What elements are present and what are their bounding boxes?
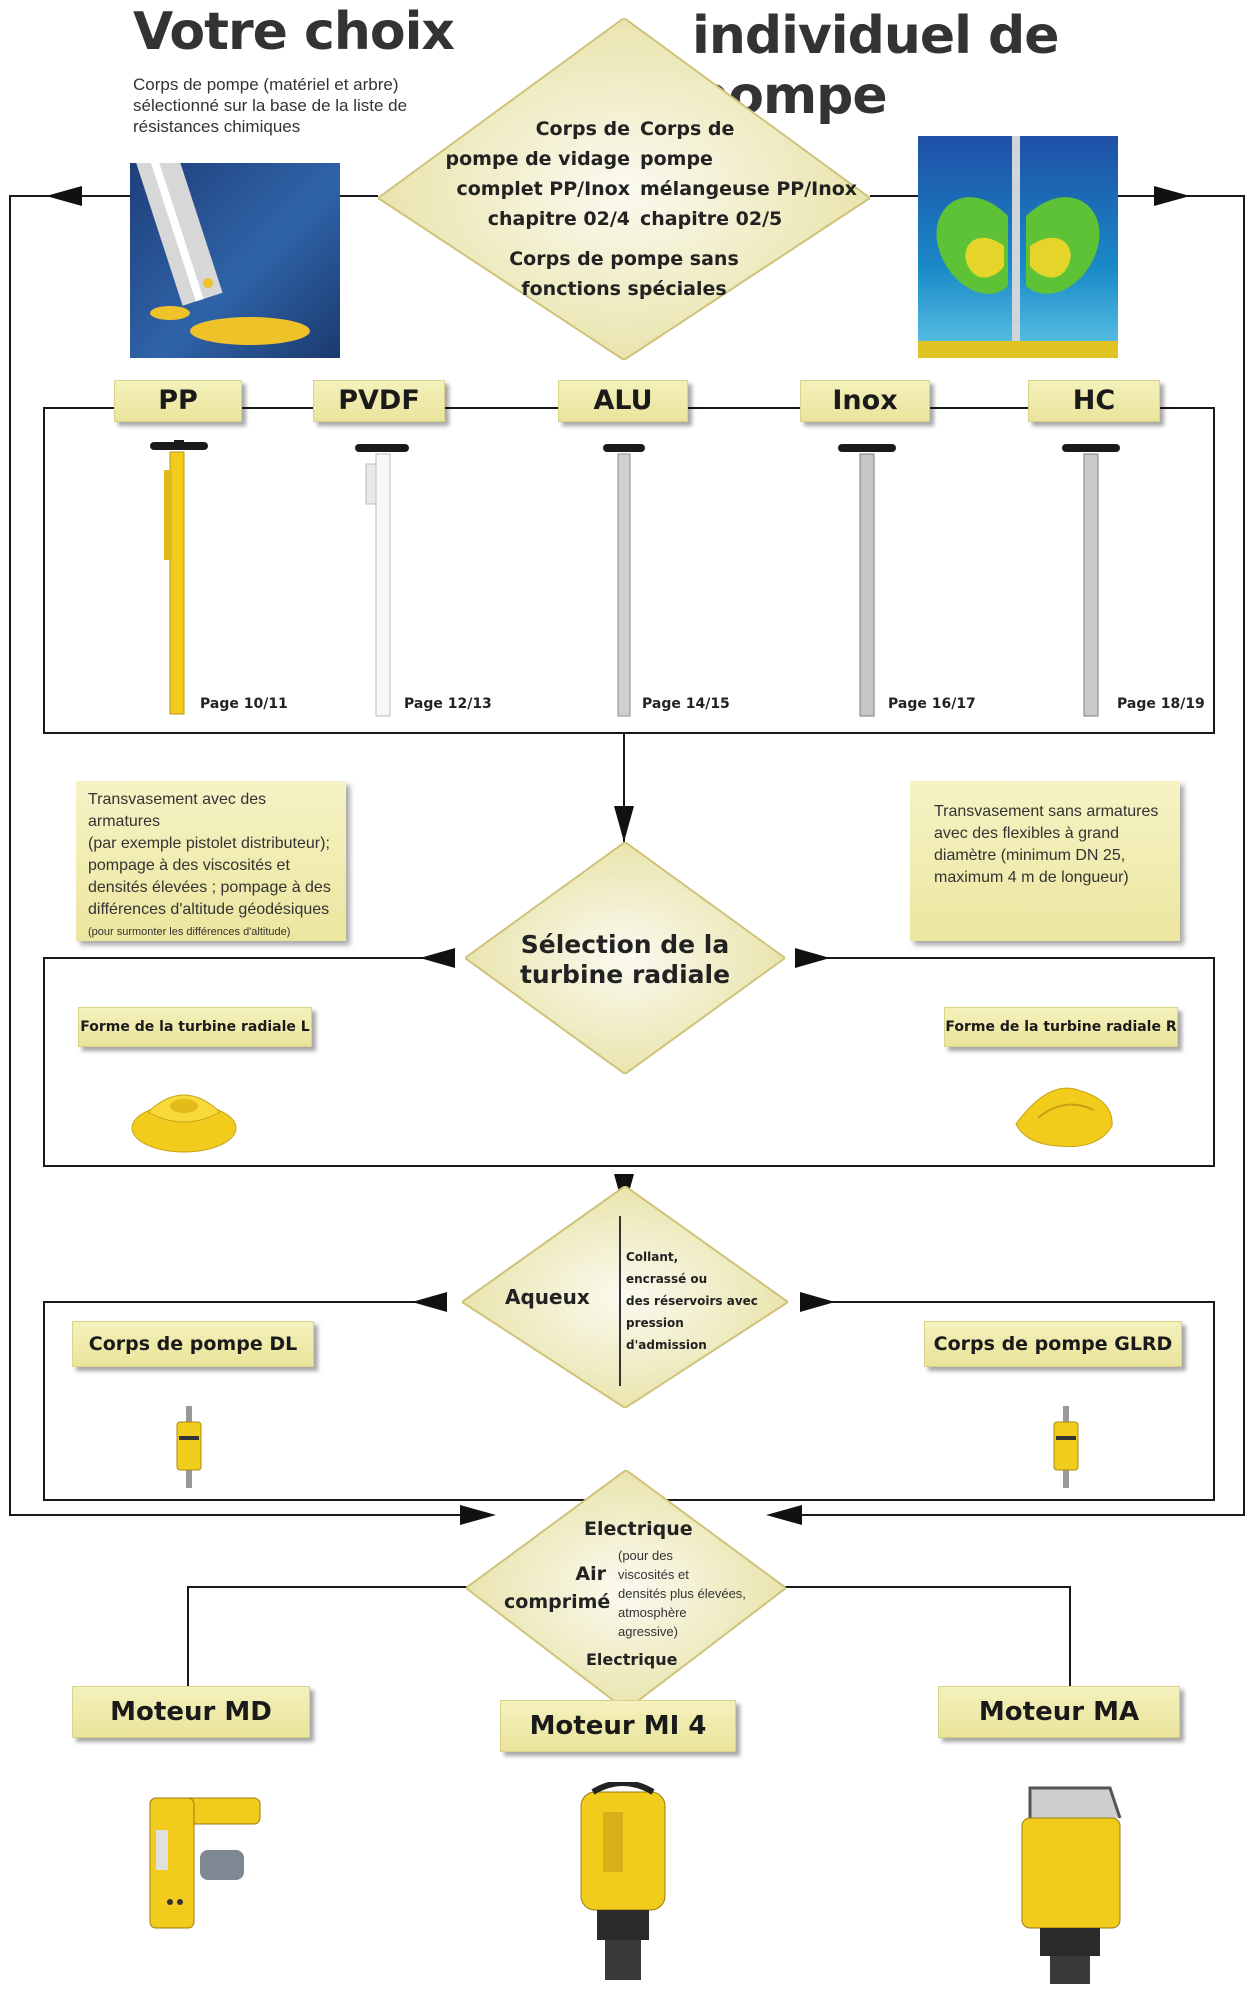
sticky-liquid-text: Collant, encrassé ou des réservoirs avec…	[626, 1246, 766, 1356]
pump-discharge-photo	[130, 150, 340, 358]
motor-md-image	[149, 1797, 261, 1929]
sticky-line-5: d'admission	[626, 1338, 707, 1352]
turbine-l-label[interactable]: Forme de la turbine radiale L	[78, 1007, 312, 1047]
diamond-drain-pump: Corps de pompe de vidage complet PP/Inox…	[440, 114, 630, 234]
motor-ma-image	[1021, 1786, 1122, 1984]
air-note-line-3: densités plus élevées,	[618, 1586, 746, 1601]
air-note: (pour des viscosités et densités plus él…	[618, 1546, 768, 1641]
air-note-line-5: agressive)	[618, 1624, 678, 1639]
sticky-line-2: encrassé ou	[626, 1272, 708, 1286]
material-alu[interactable]: ALU	[558, 380, 688, 422]
page-pvdf: Page 12/13	[404, 696, 492, 712]
mixer-line-1: Corps de	[640, 118, 735, 140]
page-pp: Page 10/11	[200, 696, 288, 712]
material-pvdf[interactable]: PVDF	[313, 380, 445, 422]
drain-line-1: Corps de	[535, 118, 630, 140]
turbine-line-2: turbine radiale	[519, 960, 731, 989]
motor-mi4-image	[580, 1782, 666, 1980]
corps-dl-label[interactable]: Corps de pompe DL	[72, 1321, 314, 1367]
corps-dl-image	[176, 1406, 202, 1488]
diamond-no-special: Corps de pompe sans fonctions spéciales	[474, 244, 774, 304]
material-inox[interactable]: Inox	[800, 380, 930, 422]
air-note-line-1: (pour des	[618, 1548, 673, 1563]
turbine-line-1: Sélection de la	[520, 930, 730, 959]
mixer-line-3: mélangeuse PP/Inox	[640, 178, 858, 200]
drain-line-2: pompe de vidage	[445, 148, 630, 170]
air-note-line-4: atmosphère	[618, 1605, 687, 1620]
turbine-diamond	[465, 842, 785, 1074]
drain-line-3: complet PP/Inox	[456, 178, 630, 200]
info-left-small: (pour surmonter les différences d'altitu…	[88, 926, 291, 938]
mixer-line-4: chapitre 02/5	[640, 208, 783, 230]
sticky-line-4: pression	[626, 1316, 684, 1330]
turbine-r-image	[1015, 1087, 1113, 1148]
sticky-line-1: Collant,	[626, 1250, 679, 1264]
info-left-line-4: densités élevées ; pompage à des	[88, 879, 331, 896]
aqueux-label: Aqueux	[505, 1285, 590, 1309]
info-right-line-4: maximum 4 m de longueur)	[934, 869, 1129, 886]
diamond-mixer-pump: Corps de pompe mélangeuse PP/Inox chapit…	[640, 114, 870, 234]
pump-tubes	[150, 440, 1120, 717]
info-right-line-2: avec des flexibles à grand	[934, 825, 1119, 842]
page-hc: Page 18/19	[1117, 696, 1205, 712]
info-without-fittings: Transvasement sans armatures avec des fl…	[910, 781, 1180, 941]
air-note-line-2: viscosités et	[618, 1567, 689, 1582]
page-inox: Page 16/17	[888, 696, 976, 712]
electric-top-label: Electrique	[584, 1518, 693, 1540]
turbine-l-image	[131, 1094, 237, 1153]
motor-mi4-label[interactable]: Moteur MI 4	[500, 1700, 736, 1752]
info-left-line-5: différences d'altitude géodésiques	[88, 901, 330, 918]
info-left-line-2: (par exemple pistolet distributeur);	[88, 835, 330, 852]
sticky-line-3: des réservoirs avec	[626, 1294, 758, 1308]
turbine-selection-text: Sélection de la turbine radiale	[505, 930, 745, 990]
selection-note: Corps de pompe (matériel et arbre) sélec…	[133, 75, 408, 136]
pump-body-diamond	[378, 18, 870, 360]
page-alu: Page 14/15	[642, 696, 730, 712]
title-left: Votre choix	[133, 2, 455, 62]
turbine-r-label[interactable]: Forme de la turbine radiale R	[944, 1007, 1178, 1047]
info-left-line-3: pompage à des viscosités et	[88, 857, 290, 874]
drive-type-diamond	[466, 1470, 786, 1710]
corps-glrd-label[interactable]: Corps de pompe GLRD	[924, 1321, 1182, 1367]
mixer-line-2: pompe	[640, 148, 713, 170]
corps-glrd-image	[1053, 1406, 1079, 1488]
air-line-1: Air	[575, 1563, 606, 1585]
mixing-photo	[918, 136, 1118, 358]
electric-bottom-label: Electrique	[586, 1650, 678, 1669]
info-with-fittings: Transvasement avec des armatures (par ex…	[76, 781, 346, 941]
motor-md-label[interactable]: Moteur MD	[72, 1686, 310, 1738]
material-pp[interactable]: PP	[114, 380, 242, 422]
info-right-line-3: diamètre (minimum DN 25,	[934, 847, 1126, 864]
material-hc[interactable]: HC	[1028, 380, 1160, 422]
motor-ma-label[interactable]: Moteur MA	[938, 1686, 1180, 1738]
info-left-line-1: Transvasement avec des armatures	[88, 791, 267, 830]
no-special-line-1: Corps de pompe sans	[509, 248, 739, 270]
no-special-line-2: fonctions spéciales	[521, 278, 727, 300]
air-line-2: comprimé	[504, 1591, 611, 1613]
drain-line-4: chapitre 02/4	[487, 208, 630, 230]
liquid-type-diamond	[462, 1186, 788, 1408]
compressed-air-label: Air comprimé	[504, 1560, 611, 1616]
info-right-line-1: Transvasement sans armatures	[934, 803, 1159, 820]
